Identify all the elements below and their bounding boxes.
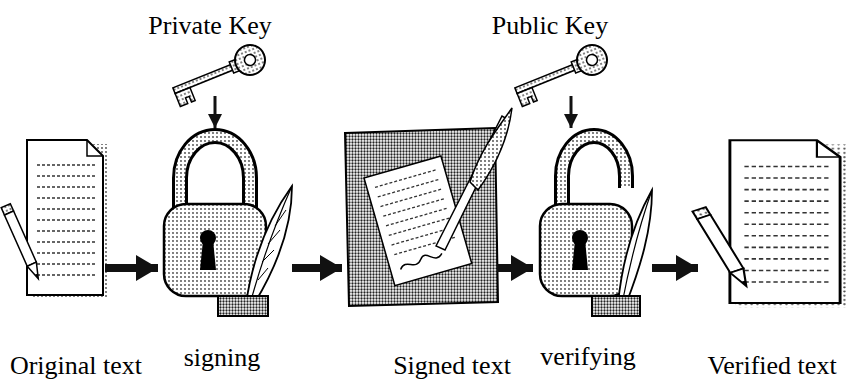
public-key-icon [510, 40, 612, 106]
node-label: signing [184, 344, 261, 373]
illustration-part [562, 136, 626, 212]
flow-arrow [497, 264, 533, 272]
closed-padlock-icon [164, 136, 292, 316]
illustration-part [258, 210, 286, 280]
illustration-part [470, 108, 512, 190]
illustration-part [618, 190, 652, 304]
original-text-document: Original text [5, 135, 105, 303]
private-key-icon [168, 40, 270, 106]
illustration-part [168, 40, 270, 106]
illustration-part [218, 296, 268, 316]
node-label: Public Key [492, 12, 608, 41]
verified-text-document: Verified text [698, 135, 846, 310]
node-label: Private Key [148, 12, 271, 41]
flow-arrow [652, 264, 698, 272]
original-document-icon [1, 140, 107, 299]
signing-padlock: signing [158, 128, 292, 320]
node-label: Signed text [393, 352, 511, 381]
illustration-part [622, 190, 652, 304]
key-arrow [570, 96, 573, 128]
open-padlock-icon [540, 136, 652, 316]
illustration-part [345, 128, 498, 306]
illustration-part [246, 186, 292, 304]
flow-arrow [292, 264, 342, 272]
verifying-padlock: verifying [533, 128, 652, 320]
illustration-part [250, 186, 292, 304]
illustration-part [572, 240, 588, 270]
verified-document-icon [692, 140, 845, 307]
node-label: Original text [10, 352, 142, 381]
node-label: verifying [540, 343, 635, 372]
illustration-part [692, 140, 845, 307]
flow-arrow [105, 264, 158, 272]
private-key: Private Key [168, 42, 262, 96]
signed-text-document: Signed text [342, 128, 497, 308]
illustration-part [540, 204, 632, 296]
public-key: Public Key [511, 42, 609, 96]
illustration-part [1, 140, 107, 299]
node-label: Verified text [707, 352, 836, 381]
illustration-part [592, 296, 640, 316]
signed-document-icon [345, 108, 512, 306]
illustration-part [200, 240, 216, 270]
illustration-part [510, 40, 612, 106]
illustration-part [399, 251, 443, 270]
key-arrow [214, 96, 217, 128]
illustration-part [562, 136, 626, 212]
